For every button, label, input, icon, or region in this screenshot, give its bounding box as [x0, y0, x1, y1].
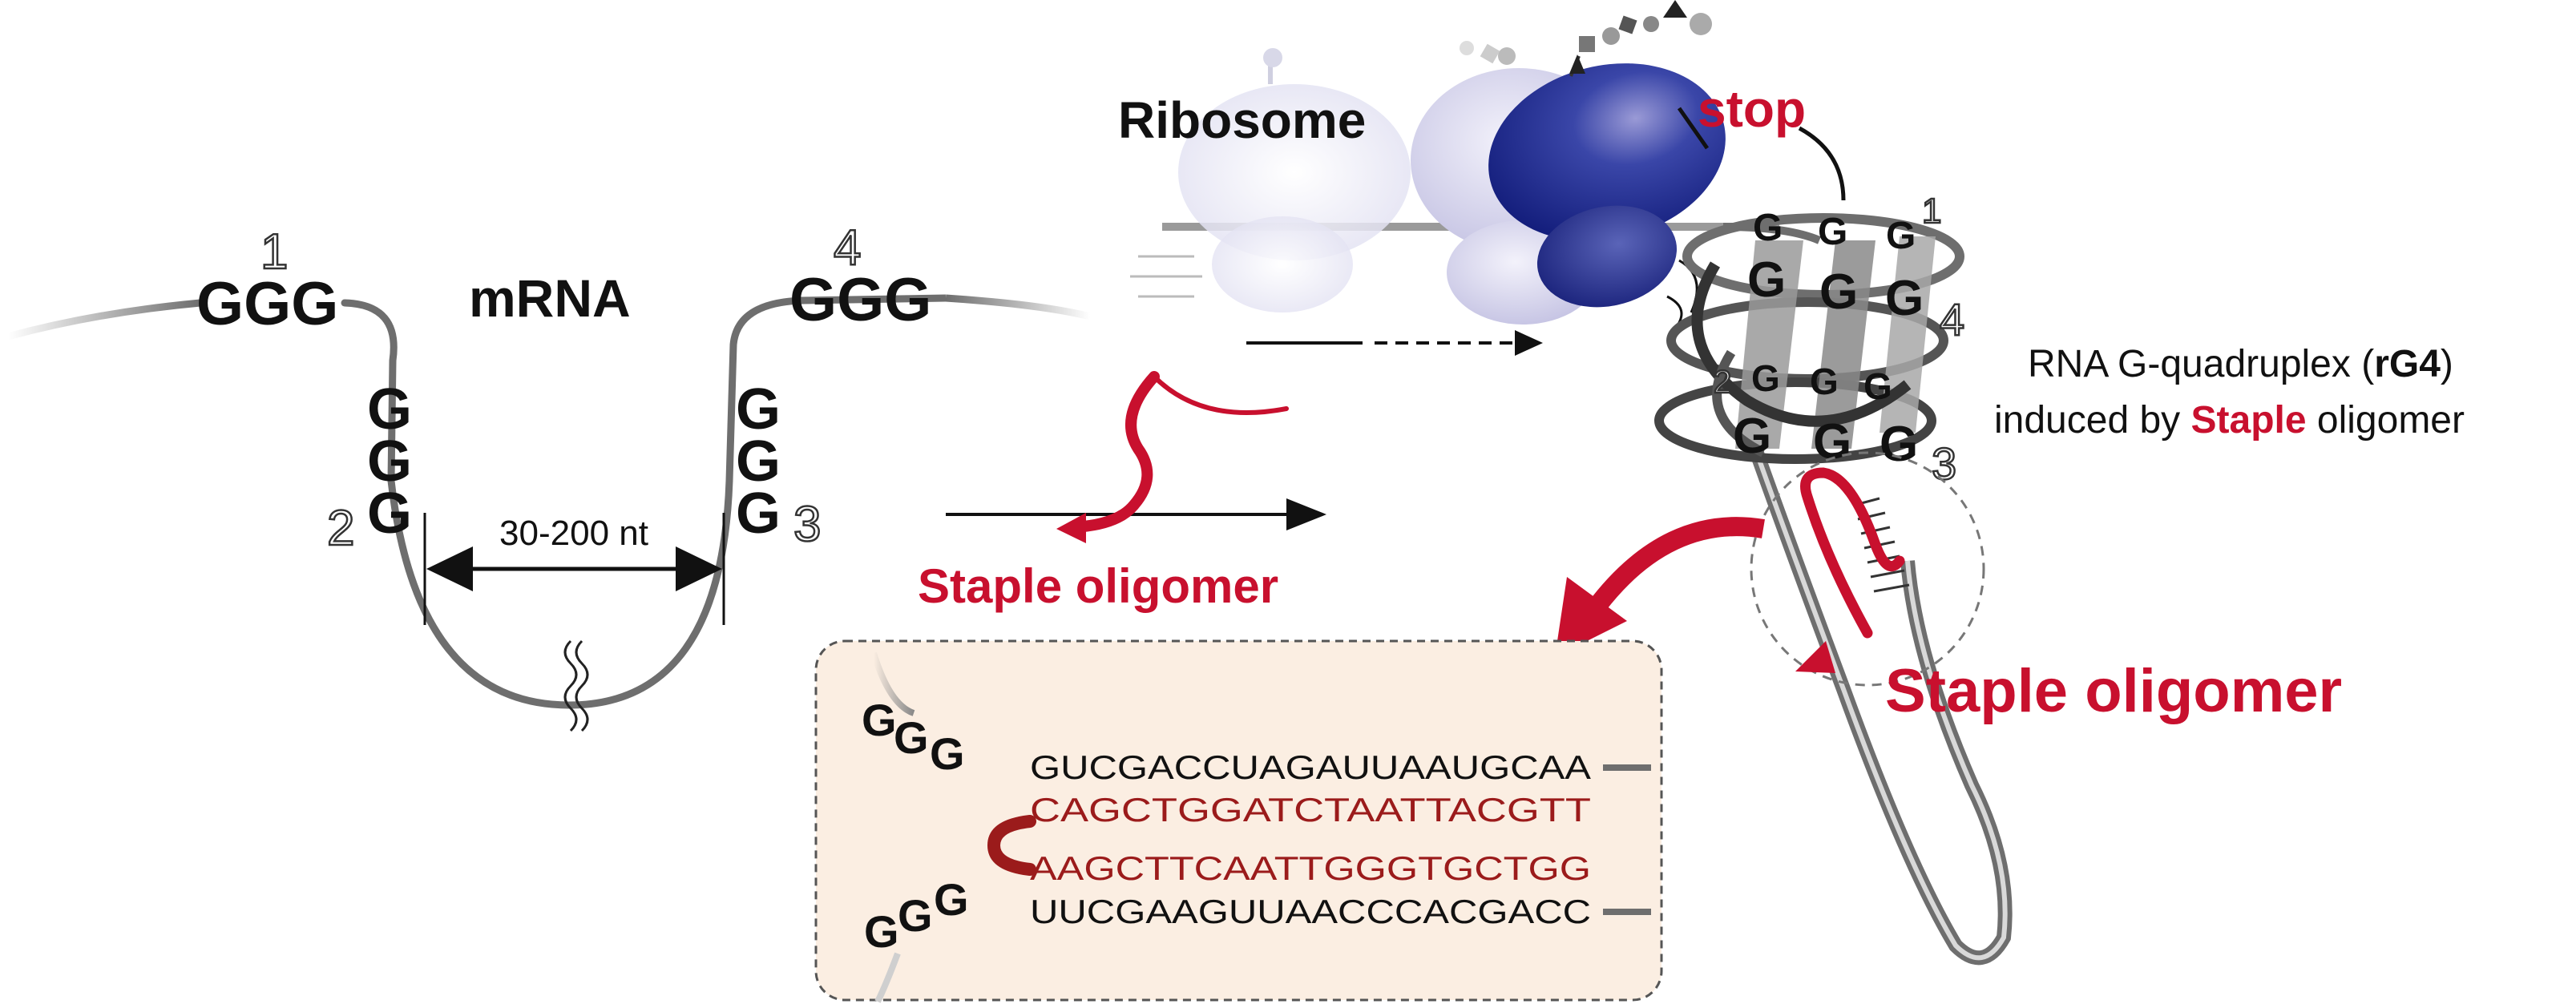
spacer-arrowhead-left	[426, 546, 473, 591]
g-tract-3-b: G	[736, 429, 781, 494]
staple-oligo-arrowhead	[1056, 513, 1086, 543]
staple-hairpin-on-rg4	[1800, 467, 1905, 639]
nascent-peptide-chain	[1460, 0, 1712, 77]
g-tract-2-a: G	[367, 377, 412, 442]
rg4-g-low-1: G	[1751, 357, 1780, 399]
rg4-g-mid-2: G	[1819, 264, 1858, 320]
zoom-arrow	[1587, 517, 1765, 615]
inset-strand-top-left	[870, 651, 915, 716]
g-tract-4: GGG	[789, 266, 931, 334]
g-tract-1: GGG	[196, 270, 338, 338]
inset-staple-hinge	[987, 815, 1036, 876]
mrna-panel: GGG 1 G G G 2 G G G 3 GGG 4 mRNA 30-200 …	[6, 220, 1092, 732]
rg4-g-top-1: G	[1753, 207, 1783, 249]
quartet-pillar-left	[1735, 240, 1803, 449]
g-tract-2-c: G	[367, 482, 412, 546]
inset-strand-bottom-left	[874, 952, 901, 1003]
rg4-caption-bold: rG4	[2374, 343, 2441, 385]
inset-staple-top-sequence: CAGCTGGATCTAATTACGTT	[1030, 791, 1591, 829]
g-tract-2-b: G	[367, 429, 412, 494]
rg4-caption-prefix: RNA G-quadruplex (	[2028, 343, 2374, 385]
ribosome-label: Ribosome	[1118, 91, 1366, 149]
tract-number-3: 3	[793, 497, 821, 552]
inset-ggg-bottom-2: G	[898, 890, 933, 941]
staple-oligo-squiggle-tail	[1152, 374, 1289, 415]
process-arrowhead	[1286, 498, 1326, 530]
quartet-ring-bottom	[1654, 377, 1936, 464]
inset-ggg-top-2: G	[894, 712, 929, 763]
inset-ggg-bottom-3: G	[934, 874, 969, 925]
quartet-pillar-right	[1880, 236, 1936, 433]
spacer-arrowhead-right	[676, 546, 722, 591]
quartet-ring-top	[1682, 213, 1964, 300]
spacer-length-label: 30-200 nt	[499, 514, 648, 553]
zoom-arrowhead	[1555, 577, 1627, 657]
rg4-caption-suffix: )	[2441, 343, 2453, 385]
rg4-g-bot-3: G	[1880, 417, 1918, 472]
rg4-g-mid-1: G	[1747, 252, 1786, 308]
rg4-caption-oligomer: oligomer	[2307, 399, 2465, 442]
stop-loop-path	[1798, 126, 1846, 201]
inset-staple-bottom-sequence: AAGCTTCAATTGGGTGCTGG	[1030, 849, 1591, 887]
tract-number-2-rg4: 2	[1714, 365, 1731, 400]
inset-rna-bottom-sequence: UUCGAAGUUAACCCACGACC	[1030, 893, 1591, 930]
g-tract-3-c: G	[736, 482, 781, 546]
rg4-loop-front	[1712, 349, 1766, 458]
staple-oligomer-label-right: Staple oligomer	[1885, 657, 2342, 725]
inset-background	[814, 639, 1663, 1002]
staple-arrow-panel: Staple oligomer	[918, 371, 1326, 613]
strand-break-mark	[563, 639, 578, 732]
rg4-caption-line-1: RNA G-quadruplex (rG4)	[2028, 343, 2453, 385]
tract-number-2: 2	[327, 501, 354, 556]
mrna-strand	[341, 296, 806, 709]
ghost-ribosome-small-subunit	[1212, 216, 1353, 312]
staple-oligomer-label-left: Staple oligomer	[918, 559, 1278, 613]
rg4-caption-staple: Staple	[2191, 399, 2307, 442]
tract-number-1-rg4: 1	[1922, 192, 1941, 231]
staple-hairpin-arrowhead	[1795, 641, 1835, 673]
ribosome-blue-small-subunit	[1536, 205, 1678, 308]
rg4-g-top-3: G	[1886, 215, 1916, 257]
ribosome-blue-large-subunit	[1488, 63, 1726, 241]
quartet-pillar-mid	[1811, 240, 1875, 449]
rg4-entry-strand	[1722, 223, 1821, 244]
mrna-strand-left-fade	[6, 299, 201, 341]
inset-ggg-bottom-1: G	[864, 906, 899, 957]
inset-rna-top-sequence: GUCGACCUAGAUUAAUGCAA	[1030, 748, 1591, 786]
staple-highlight-circle	[1750, 451, 1985, 687]
rg4-g-low-3: G	[1863, 365, 1892, 407]
rg4-g-bot-1: G	[1733, 409, 1771, 464]
ghost-ribosome-large-subunit	[1178, 84, 1411, 260]
stop-label: stop	[1698, 80, 1806, 138]
sequence-inset: G G G G G G GUCGACCUAGAUUAAUGCAA CAGCTGG…	[814, 639, 1663, 1003]
rg4-g-bot-2: G	[1813, 414, 1851, 470]
rg4-caption-line-2: induced by Staple oligomer	[1994, 399, 2465, 442]
stop-tick	[1677, 107, 1710, 150]
tract-number-4-rg4: 4	[1940, 294, 1964, 345]
inset-ggg-top-3: G	[930, 728, 965, 779]
mrna-label: mRNA	[469, 268, 631, 328]
rg4-caption-induced: induced by	[1994, 399, 2191, 442]
rg4-loop-back	[1691, 261, 1912, 427]
inset-ggg-top-1: G	[862, 695, 897, 745]
rg4-structure: G G G 1 G G G 4 G G G 2 G G G 3 Stap	[1555, 191, 2465, 966]
tract-number-1: 1	[260, 224, 288, 280]
mrna-strand-tail	[801, 294, 947, 304]
g-tract-3-a: G	[736, 377, 781, 442]
mrna-strand-right-fade	[945, 294, 1092, 321]
staple-oligo-squiggle	[1068, 371, 1160, 533]
ribosome-panel: Ribosome stop	[1118, 0, 1846, 356]
rg4-g-low-2: G	[1810, 361, 1839, 402]
translation-arrowhead	[1515, 330, 1543, 356]
rg4-g-top-2: G	[1818, 211, 1847, 253]
rg4-g-mid-3: G	[1885, 271, 1924, 326]
tract-number-4: 4	[834, 220, 861, 276]
